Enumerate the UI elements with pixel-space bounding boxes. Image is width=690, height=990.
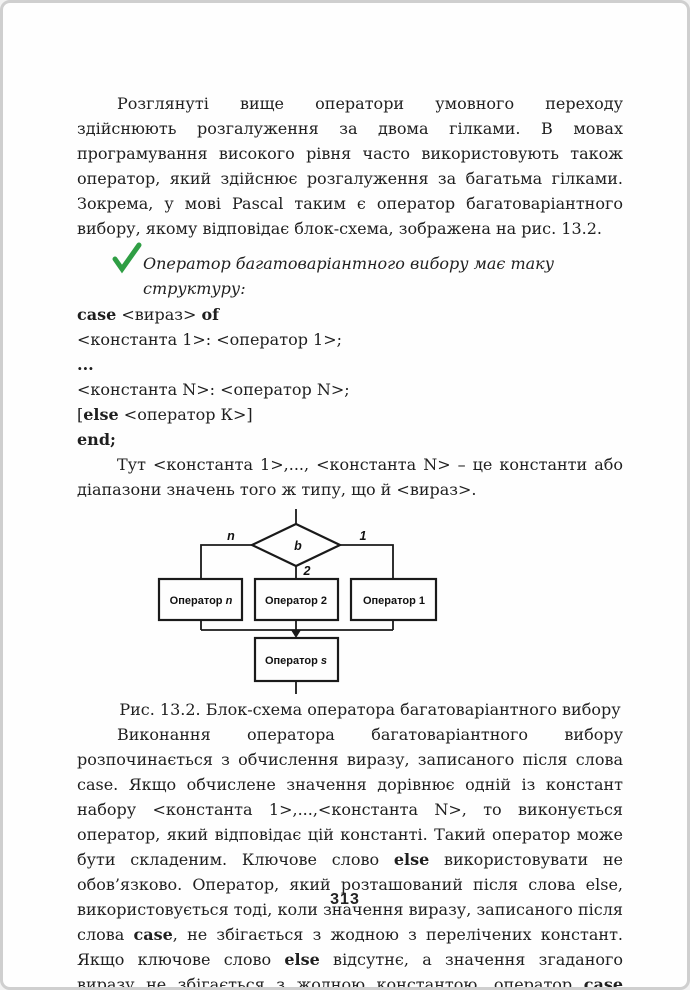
operator-box-2-label: Оператор 2: [265, 595, 327, 607]
check-icon: [112, 242, 142, 274]
branch-bottom-label: 2: [303, 564, 311, 578]
code-line: <константа N>: <оператор N>;: [77, 380, 350, 399]
decision-label: b: [294, 539, 302, 553]
branch-left-line: [200, 544, 252, 579]
branch-right-line: [340, 544, 394, 579]
page-number: 313: [330, 891, 360, 908]
branch-left-label: n: [227, 529, 235, 543]
code-line: ...: [77, 355, 94, 374]
operator-box-1-label: Оператор 1: [363, 595, 425, 607]
branch-right-label: 1: [360, 529, 367, 543]
case-flowchart: b n 1 2 Оператор n Оператор 2 Оператор 1: [157, 509, 438, 694]
code-line: <константа 1>: <оператор 1>;: [77, 330, 342, 349]
code-line: [else <оператор К>]: [77, 405, 253, 424]
figure-caption: Рис. 13.2. Блок-схема оператора багатова…: [119, 700, 621, 719]
code-line: case <вираз> of: [77, 305, 220, 324]
paragraph-constants-note: Тут <константа 1>,..., <константа N> – ц…: [77, 455, 623, 499]
note-heading: Оператор багатоваріантного вибору має та…: [143, 254, 554, 298]
flowchart-figure: b n 1 2 Оператор n Оператор 2 Оператор 1: [77, 507, 623, 697]
paragraph-intro: Розглянуті вище оператори умовного перех…: [77, 94, 623, 238]
text-column: Розглянуті вище оператори умовного перех…: [77, 91, 624, 990]
arrow-down-icon: [291, 630, 301, 638]
code-block: case <вираз> of <константа 1>: <оператор…: [77, 302, 623, 452]
operator-box-s-label: Оператор s: [265, 655, 327, 667]
code-line: end;: [77, 430, 116, 449]
paragraph-execution: Виконання оператора багатоваріантного ви…: [77, 725, 624, 990]
operator-box-n-label: Оператор n: [170, 595, 233, 607]
note-heading-row: Оператор багатоваріантного вибору має та…: [77, 242, 623, 301]
